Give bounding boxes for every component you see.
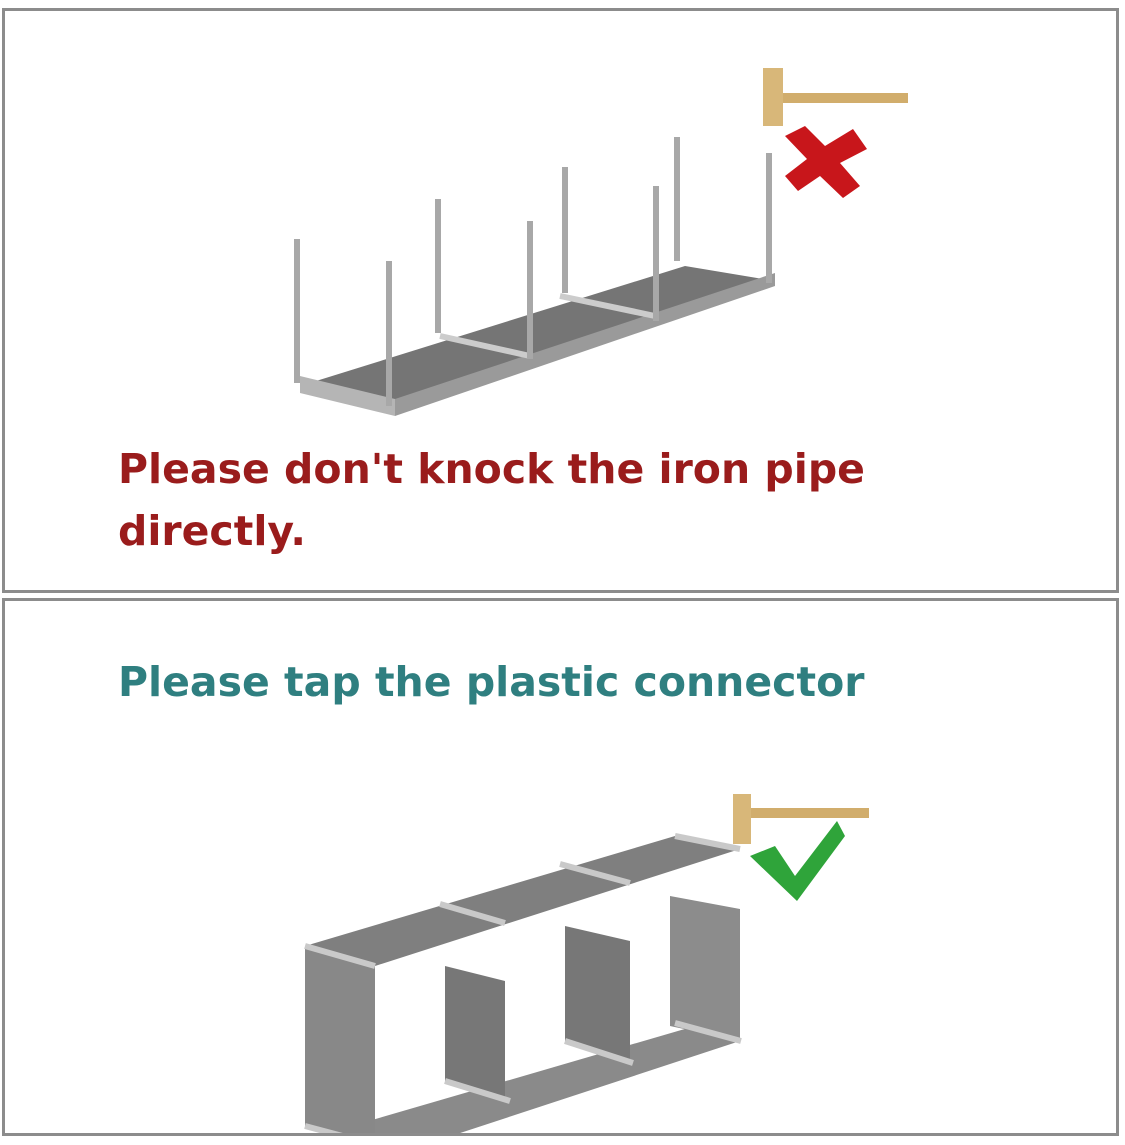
rack-frame-illustration	[294, 68, 908, 416]
instruction-caption: Please tap the plastic connector	[118, 658, 865, 706]
red-cross-icon	[785, 126, 867, 198]
incorrect-method-panel: Please don't knock the iron pipe directl…	[2, 8, 1119, 593]
cube-shelf	[304, 833, 742, 1133]
assembled-cube-shelf-illustration	[304, 794, 869, 1133]
warning-caption: Please don't knock the iron pipe directl…	[118, 445, 865, 555]
iron-pipes	[294, 137, 772, 406]
hammer-icon	[763, 68, 908, 126]
correct-method-panel: Please tap the plastic connector	[2, 598, 1119, 1136]
rack-base	[300, 266, 775, 416]
hammer-icon	[733, 794, 869, 844]
green-checkmark-icon	[750, 821, 845, 901]
